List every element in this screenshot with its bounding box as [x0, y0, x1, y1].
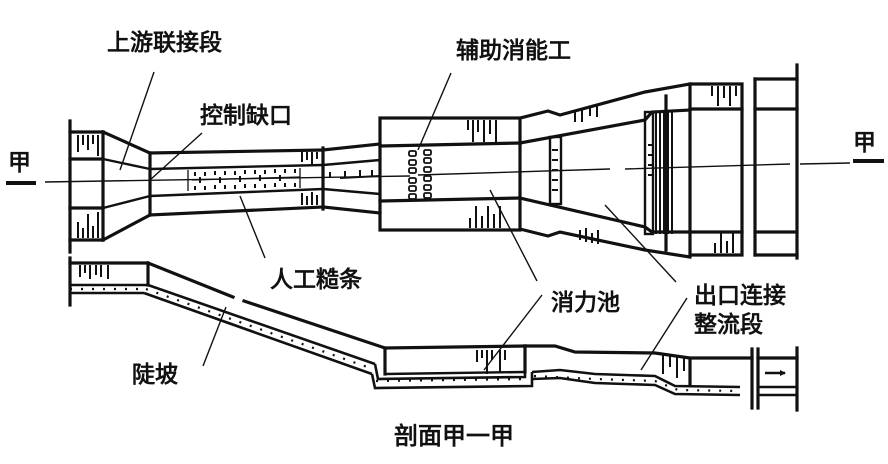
section-mark-right: 甲: [853, 130, 884, 163]
longitudinal-section: [68, 256, 799, 412]
label-stilling-basin: 消力池: [551, 290, 620, 316]
label-auxiliary-energy-dissipator: 辅助消能工: [456, 37, 571, 64]
downstream-channel-plan: [688, 63, 799, 260]
label-artificial-roughness-strips: 人工糙条: [270, 266, 362, 293]
label-outlet-connection-line2: 整流段: [694, 311, 763, 338]
section-mark-right-label: 甲: [853, 130, 876, 156]
roughness-strips-plan: [187, 168, 301, 191]
auxiliary-dissipator-blocks: [408, 149, 432, 200]
chute-plan: [148, 142, 382, 217]
label-control-notch: 控制缺口: [200, 102, 292, 129]
plan-view: 甲 甲: [6, 63, 884, 260]
label-steep-slope: 陡坡: [132, 361, 178, 388]
section-mark-left-label: 甲: [8, 150, 31, 176]
section-mark-left: 甲: [6, 150, 36, 185]
leader-lines: [119, 71, 688, 371]
labels: 上游联接段 控制缺口 辅助消能工 人工糙条 陡坡 消力池 出口连接 整流段 剖面…: [107, 29, 786, 450]
label-upstream-connection: 上游联接段: [107, 29, 222, 56]
flow-arrow-icon: [780, 370, 786, 376]
upstream-connection-segment: [68, 119, 153, 254]
stilling-basin-plan: [378, 116, 522, 232]
outlet-connection-plan: [518, 82, 692, 259]
figure-title: 剖面甲一甲: [394, 422, 514, 450]
label-outlet-connection-line1: 出口连接: [694, 282, 786, 309]
